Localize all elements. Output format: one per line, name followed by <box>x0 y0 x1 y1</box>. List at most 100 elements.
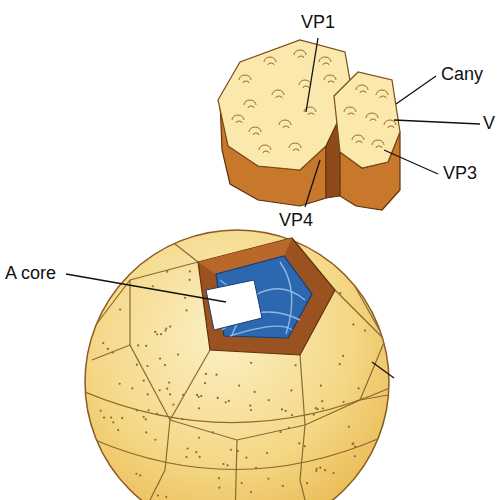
surface-dot <box>348 426 350 428</box>
surface-dot <box>198 437 200 439</box>
grid-line <box>305 340 385 425</box>
surface-dot <box>343 401 345 403</box>
surface-dot <box>354 455 356 457</box>
grid-line <box>92 345 130 360</box>
capsid-grid <box>85 232 390 500</box>
protein-bump <box>239 75 251 83</box>
surface-dot <box>268 399 270 401</box>
surface-dot <box>117 429 119 431</box>
surface-dot <box>119 308 121 310</box>
surface-dot <box>198 396 200 398</box>
protein-bump <box>344 107 356 115</box>
part-label: VP4 <box>278 210 314 231</box>
grid-line <box>300 425 310 500</box>
surface-dot <box>352 323 354 325</box>
protein-bump <box>232 115 244 123</box>
protein-bump <box>272 90 284 98</box>
surface-dot <box>225 401 227 403</box>
surface-dot <box>354 446 356 448</box>
surface-dot <box>152 285 154 287</box>
surface-dot <box>357 387 359 389</box>
surface-dot <box>185 309 187 311</box>
surface-dot <box>212 431 214 433</box>
surface-dot <box>148 409 150 411</box>
surface-dot <box>177 353 179 355</box>
surface-dot <box>304 445 306 447</box>
surface-dot <box>169 326 171 328</box>
surface-dot <box>147 393 149 395</box>
protein-bump <box>352 135 364 143</box>
surface-dot <box>200 395 202 397</box>
surface-dot <box>255 467 257 469</box>
surface-dot <box>189 279 191 281</box>
protein-bump <box>376 90 388 98</box>
surface-dot <box>254 391 256 393</box>
surface-dot <box>143 380 145 382</box>
leader-line <box>384 150 438 174</box>
part-label: VP1 <box>300 12 336 33</box>
surface-dot <box>143 416 145 418</box>
surface-dot <box>250 362 252 364</box>
surface-dot <box>159 357 161 359</box>
surface-dot <box>215 374 217 376</box>
surface-dot <box>290 389 292 391</box>
surface-dot <box>137 344 139 346</box>
surface-dot <box>168 382 170 384</box>
surface-dot <box>187 447 189 449</box>
surface-dot <box>154 331 156 333</box>
surface-dot <box>315 407 317 409</box>
surface-dot <box>195 451 197 453</box>
protein-bump <box>259 145 271 153</box>
surface-dot <box>339 292 341 294</box>
surface-dot <box>102 342 104 344</box>
part-label: A core <box>4 263 57 284</box>
surface-dot <box>306 482 308 484</box>
protein-bump <box>279 120 291 128</box>
surface-dot <box>196 394 198 396</box>
surface-dot <box>172 404 174 406</box>
surface-dot <box>110 416 112 418</box>
surface-dot <box>217 397 219 399</box>
surface-dot <box>281 408 283 410</box>
surface-dot <box>164 330 166 332</box>
surface-dot <box>250 491 252 493</box>
surface-dot <box>112 421 114 423</box>
surface-dot <box>184 297 186 299</box>
surface-dot <box>146 365 148 367</box>
protein-bump <box>299 80 311 88</box>
surface-dot <box>136 409 138 411</box>
grid-line <box>170 350 210 420</box>
surface-dot <box>230 449 232 451</box>
surface-dot <box>250 409 252 411</box>
grid-line <box>292 232 300 238</box>
surface-dot <box>156 333 158 335</box>
shell-cut-face <box>198 238 335 355</box>
surface-dot <box>320 385 322 387</box>
surface-dot <box>136 364 138 366</box>
grid-line <box>170 420 305 440</box>
surface-dot <box>226 464 228 466</box>
protein-bump <box>366 113 378 121</box>
leader-line <box>396 76 436 104</box>
part-label: Cany <box>440 64 484 85</box>
surface-dot <box>238 385 240 387</box>
leader-line <box>372 362 394 378</box>
surface-dot <box>103 416 105 418</box>
rna-core <box>206 280 262 330</box>
surface-dot <box>145 345 147 347</box>
surface-dot <box>135 473 137 475</box>
part-label: V <box>482 113 496 134</box>
surface-dot <box>189 270 191 272</box>
surface-dot <box>282 485 284 487</box>
surface-dot <box>131 387 133 389</box>
surface-dot <box>154 439 156 441</box>
surface-dot <box>266 452 268 454</box>
surface-dot <box>139 474 141 476</box>
surface-dot <box>165 327 167 329</box>
surface-dot <box>159 389 161 391</box>
leader-line <box>394 120 480 124</box>
surface-dot <box>285 410 287 412</box>
grid-line <box>130 280 170 420</box>
protein-bump <box>249 127 261 135</box>
